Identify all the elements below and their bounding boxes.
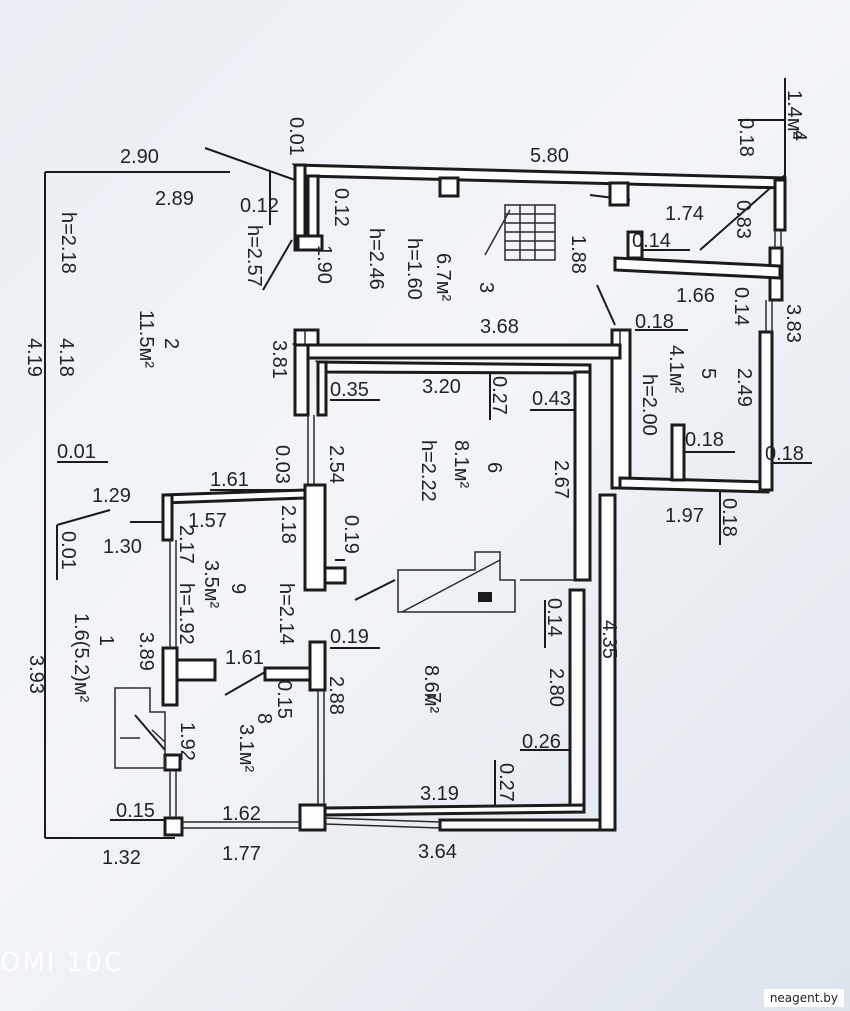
dimension-label-1-97: 1.97 — [665, 505, 704, 527]
dimension-label-1-30: 1.30 — [103, 536, 142, 558]
dimension-label-1-57: 1.57 — [188, 510, 227, 532]
dimension-label-1-32: 1.32 — [102, 847, 141, 869]
dimension-label-h-2-18: h=2.18 — [57, 212, 79, 274]
dimension-label-3-81: 3.81 — [268, 340, 290, 379]
dimension-label-3-19: 3.19 — [420, 783, 459, 805]
dimension-label-0-19-b: 0.19 — [330, 626, 369, 648]
room-4-num-label: 4 — [788, 130, 810, 141]
room-9-area-label: 3.5м² — [200, 560, 222, 609]
dimension-label-h-2-57: h=2.57 — [243, 225, 265, 287]
dimension-label-0-43: 0.43 — [532, 388, 571, 410]
dimension-label-0-15-a: 0.15 — [273, 680, 295, 719]
room-9-num-label: 9 — [227, 583, 249, 594]
room-8-num-label: 8 — [253, 713, 275, 724]
dimension-label-4-19: 4.19 — [23, 338, 45, 377]
dimension-label-2-17: 2.17 — [175, 525, 197, 564]
dimension-lines — [44, 78, 812, 839]
room-4-area-label: 1.4м² — [783, 90, 805, 139]
dimension-label-h-2-46: h=2.46 — [365, 228, 387, 290]
dimension-label-0-19-a: 0.19 — [340, 515, 362, 554]
dimension-label-0-18-d: 0.18 — [765, 443, 804, 465]
dimension-label-1-92: 1.92 — [176, 722, 198, 761]
entry-stairs — [114, 687, 166, 769]
room-5-area-label: 4.1м² — [665, 345, 687, 394]
dimension-label-3-83: 3.83 — [782, 304, 804, 343]
dimension-label-0-15-b: 0.15 — [116, 800, 155, 822]
dimension-label-0-27-a: 0.27 — [488, 376, 510, 415]
room-3-area-label: 6.7м² — [432, 253, 454, 302]
door-markers — [304, 330, 621, 581]
room-7-num-label: 7 — [422, 692, 444, 703]
dimension-label-3-93: 3.93 — [25, 655, 47, 694]
dimension-label-0-01-low: 0.01 — [57, 531, 79, 570]
dimension-label-0-14-c: 0.14 — [543, 598, 565, 637]
room-6-area-label: 8.1м² — [450, 440, 472, 489]
source-tag: neagent.by — [763, 989, 844, 1007]
dimension-label-3-20: 3.20 — [422, 376, 461, 398]
dimension-label-1-61-b: 1.61 — [225, 647, 264, 669]
dimension-label-1-29: 1.29 — [92, 485, 131, 507]
dimension-label-1-74: 1.74 — [665, 203, 704, 225]
dimension-label-0-01-top: 0.01 — [285, 117, 307, 156]
dimension-label-0-35: 0.35 — [330, 379, 369, 401]
room-5-num-label: 5 — [697, 368, 719, 379]
dimension-label-0-12-a: 0.12 — [240, 195, 279, 217]
room-2-num-label: 2 — [160, 338, 182, 349]
dimension-label-2-49: 2.49 — [733, 368, 755, 407]
room-1-num-label: 1 — [95, 635, 117, 646]
dimension-label-2-88: 2.88 — [325, 676, 347, 715]
dimension-label-1-77: 1.77 — [222, 843, 261, 865]
room-1-area-label: 1.6(5.2)м² — [70, 613, 92, 703]
dimension-label-0-27-b: 0.27 — [495, 763, 517, 802]
dimension-label-0-01-mid: 0.01 — [57, 441, 96, 463]
dimension-label-4-35: 4.35 — [598, 620, 620, 659]
dimension-label-4-18: 4.18 — [55, 338, 77, 377]
room-3-num-label: 3 — [475, 282, 497, 293]
dimension-label-h-1-60: h=1.60 — [403, 238, 425, 300]
dimension-label-0-12-b: 0.12 — [330, 188, 352, 227]
room-7-area-label: 8.6м² — [420, 665, 442, 714]
dimension-label-0-14-a: 0.14 — [632, 230, 671, 252]
dimension-label-2-54: 2.54 — [325, 445, 347, 484]
dimension-label-2-67: 2.67 — [550, 460, 572, 499]
dimension-label-0-14-b: 0.14 — [730, 287, 752, 326]
dimension-label-1-66: 1.66 — [676, 285, 715, 307]
dimension-label-1-90: 1.90 — [313, 245, 335, 284]
dimension-label-2-80: 2.80 — [545, 668, 567, 707]
dimension-label-h-1-92: h=1.92 — [175, 583, 197, 645]
dimension-label-3-89: 3.89 — [135, 632, 157, 671]
dimension-label-2-89: 2.89 — [155, 188, 194, 210]
dimension-label-5-80: 5.80 — [530, 145, 569, 167]
dimension-label-1-88: 1.88 — [567, 235, 589, 274]
dimension-label-0-18-e: 0.18 — [718, 498, 740, 537]
stove — [397, 551, 516, 613]
windows — [169, 230, 782, 829]
dimension-labels: 2.90 2.89 0.01 0.12 0.12 5.80 0.18 41.4м² h=2.57… — [23, 90, 810, 869]
dimension-label-h-2-00: h=2.00 — [638, 374, 660, 436]
dimension-label-0-83: 0.83 — [732, 200, 754, 239]
dimension-label-3-64: 3.64 — [418, 841, 457, 863]
dimension-label-0-18-top: 0.18 — [735, 118, 757, 157]
dimension-label-0-18-b: 0.18 — [635, 311, 674, 333]
dimension-label-3-68: 3.68 — [480, 316, 519, 338]
camera-watermark: OMI 10C — [0, 948, 125, 978]
dimension-label-2-90: 2.90 — [120, 146, 159, 168]
room-6-num-label: 6 — [483, 462, 505, 473]
walls — [161, 163, 787, 837]
staircase — [484, 204, 556, 261]
dimension-label-h-2-22: h=2.22 — [417, 440, 439, 502]
dimension-label-1-62: 1.62 — [222, 803, 261, 825]
dimension-label-0-18-c: 0.18 — [685, 429, 724, 451]
dimension-label-0-26: 0.26 — [522, 731, 561, 753]
dimension-label-0-03: 0.03 — [271, 445, 293, 484]
room-2-area-label: 11.5м² — [135, 310, 157, 368]
dimension-label-h-2-14: h=2.14 — [275, 583, 297, 645]
dimension-label-1-61-a: 1.61 — [210, 469, 249, 491]
room-8-area-label: 3.1м² — [235, 724, 257, 773]
dimension-label-2-18: 2.18 — [277, 505, 299, 544]
